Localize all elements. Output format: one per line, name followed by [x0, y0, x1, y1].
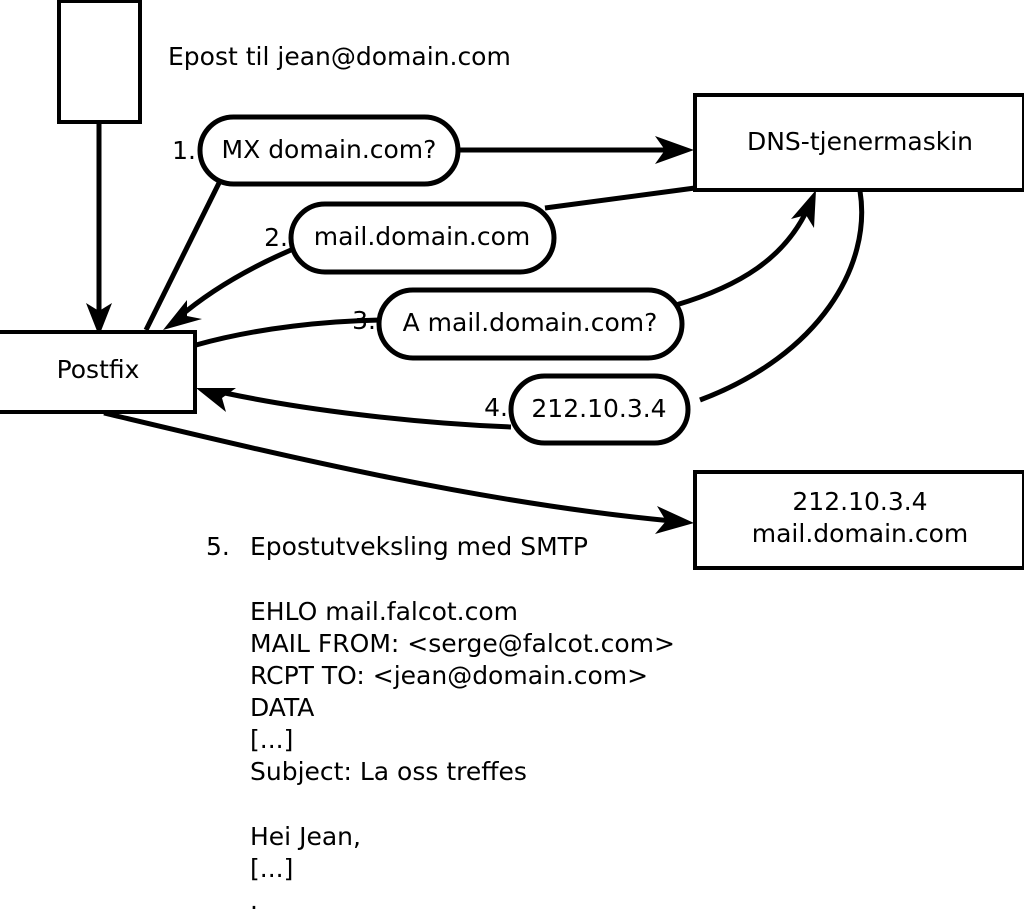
step-4-number: 4.	[484, 393, 508, 422]
step-3-bubble: 3. A mail.domain.com?	[352, 287, 685, 361]
transcript-line-2: RCPT TO: <jean@domain.com>	[250, 661, 648, 690]
mail-server-ip: 212.10.3.4	[792, 487, 927, 516]
transcript-line-8: [...]	[250, 854, 293, 883]
client-box	[57, 0, 142, 124]
step-3-number: 3.	[352, 306, 376, 335]
email-recipient-note: Epost til jean@domain.com	[168, 42, 511, 71]
step-4-bubble: 4. 212.10.3.4	[484, 373, 691, 446]
step-5-label: Epostutveksling med SMTP	[250, 532, 588, 561]
edge-step5-smtp	[103, 410, 694, 534]
postfix-label: Postfix	[57, 355, 140, 384]
step-5-number: 5.	[206, 532, 230, 561]
transcript-line-7: Hei Jean,	[250, 822, 361, 851]
step-2-bubble: 2. mail.domain.com	[264, 201, 557, 275]
step-2-number: 2.	[264, 223, 288, 252]
transcript-line-1: MAIL FROM: <serge@falcot.com>	[250, 629, 675, 658]
step-1-bubble: 1. MX domain.com?	[172, 114, 461, 187]
arrowhead-step1-dns	[655, 136, 694, 164]
transcript-line-5: Subject: La oss treffes	[250, 757, 527, 786]
edge-client-to-postfix	[86, 122, 112, 336]
arrowhead-step2-postfix	[163, 300, 202, 330]
arrowhead-step5-mailserver	[655, 506, 694, 534]
smtp-transcript: EHLO mail.falcot.com MAIL FROM: <serge@f…	[250, 597, 675, 915]
arrowhead-step4-postfix	[196, 388, 236, 412]
arrowhead-client-postfix	[86, 303, 112, 336]
transcript-line-0: EHLO mail.falcot.com	[250, 597, 518, 626]
step-5-caption: 5. Epostutveksling med SMTP	[206, 532, 588, 561]
mail-server-box: 212.10.3.4 mail.domain.com	[693, 470, 1024, 570]
dns-server-box: DNS-tjenermaskin	[693, 93, 1024, 192]
step-4-label: 212.10.3.4	[531, 394, 666, 423]
postfix-box: Postfix	[0, 330, 197, 414]
arrowhead-step3-dns	[791, 190, 816, 228]
edge-step1-query	[143, 136, 694, 332]
step-1-number: 1.	[172, 136, 196, 165]
edge-step4-answer	[196, 190, 865, 430]
step-2-label: mail.domain.com	[314, 222, 530, 251]
step-1-label: MX domain.com?	[222, 135, 437, 164]
edge-step2-answer	[163, 185, 696, 330]
dns-server-label: DNS-tjenermaskin	[747, 127, 973, 156]
transcript-line-9: .	[250, 886, 258, 915]
transcript-line-4: [...]	[250, 725, 293, 754]
mail-server-hostname: mail.domain.com	[752, 519, 968, 548]
edge-step3-query	[195, 190, 816, 348]
transcript-line-3: DATA	[250, 693, 314, 722]
step-3-label: A mail.domain.com?	[403, 308, 658, 337]
